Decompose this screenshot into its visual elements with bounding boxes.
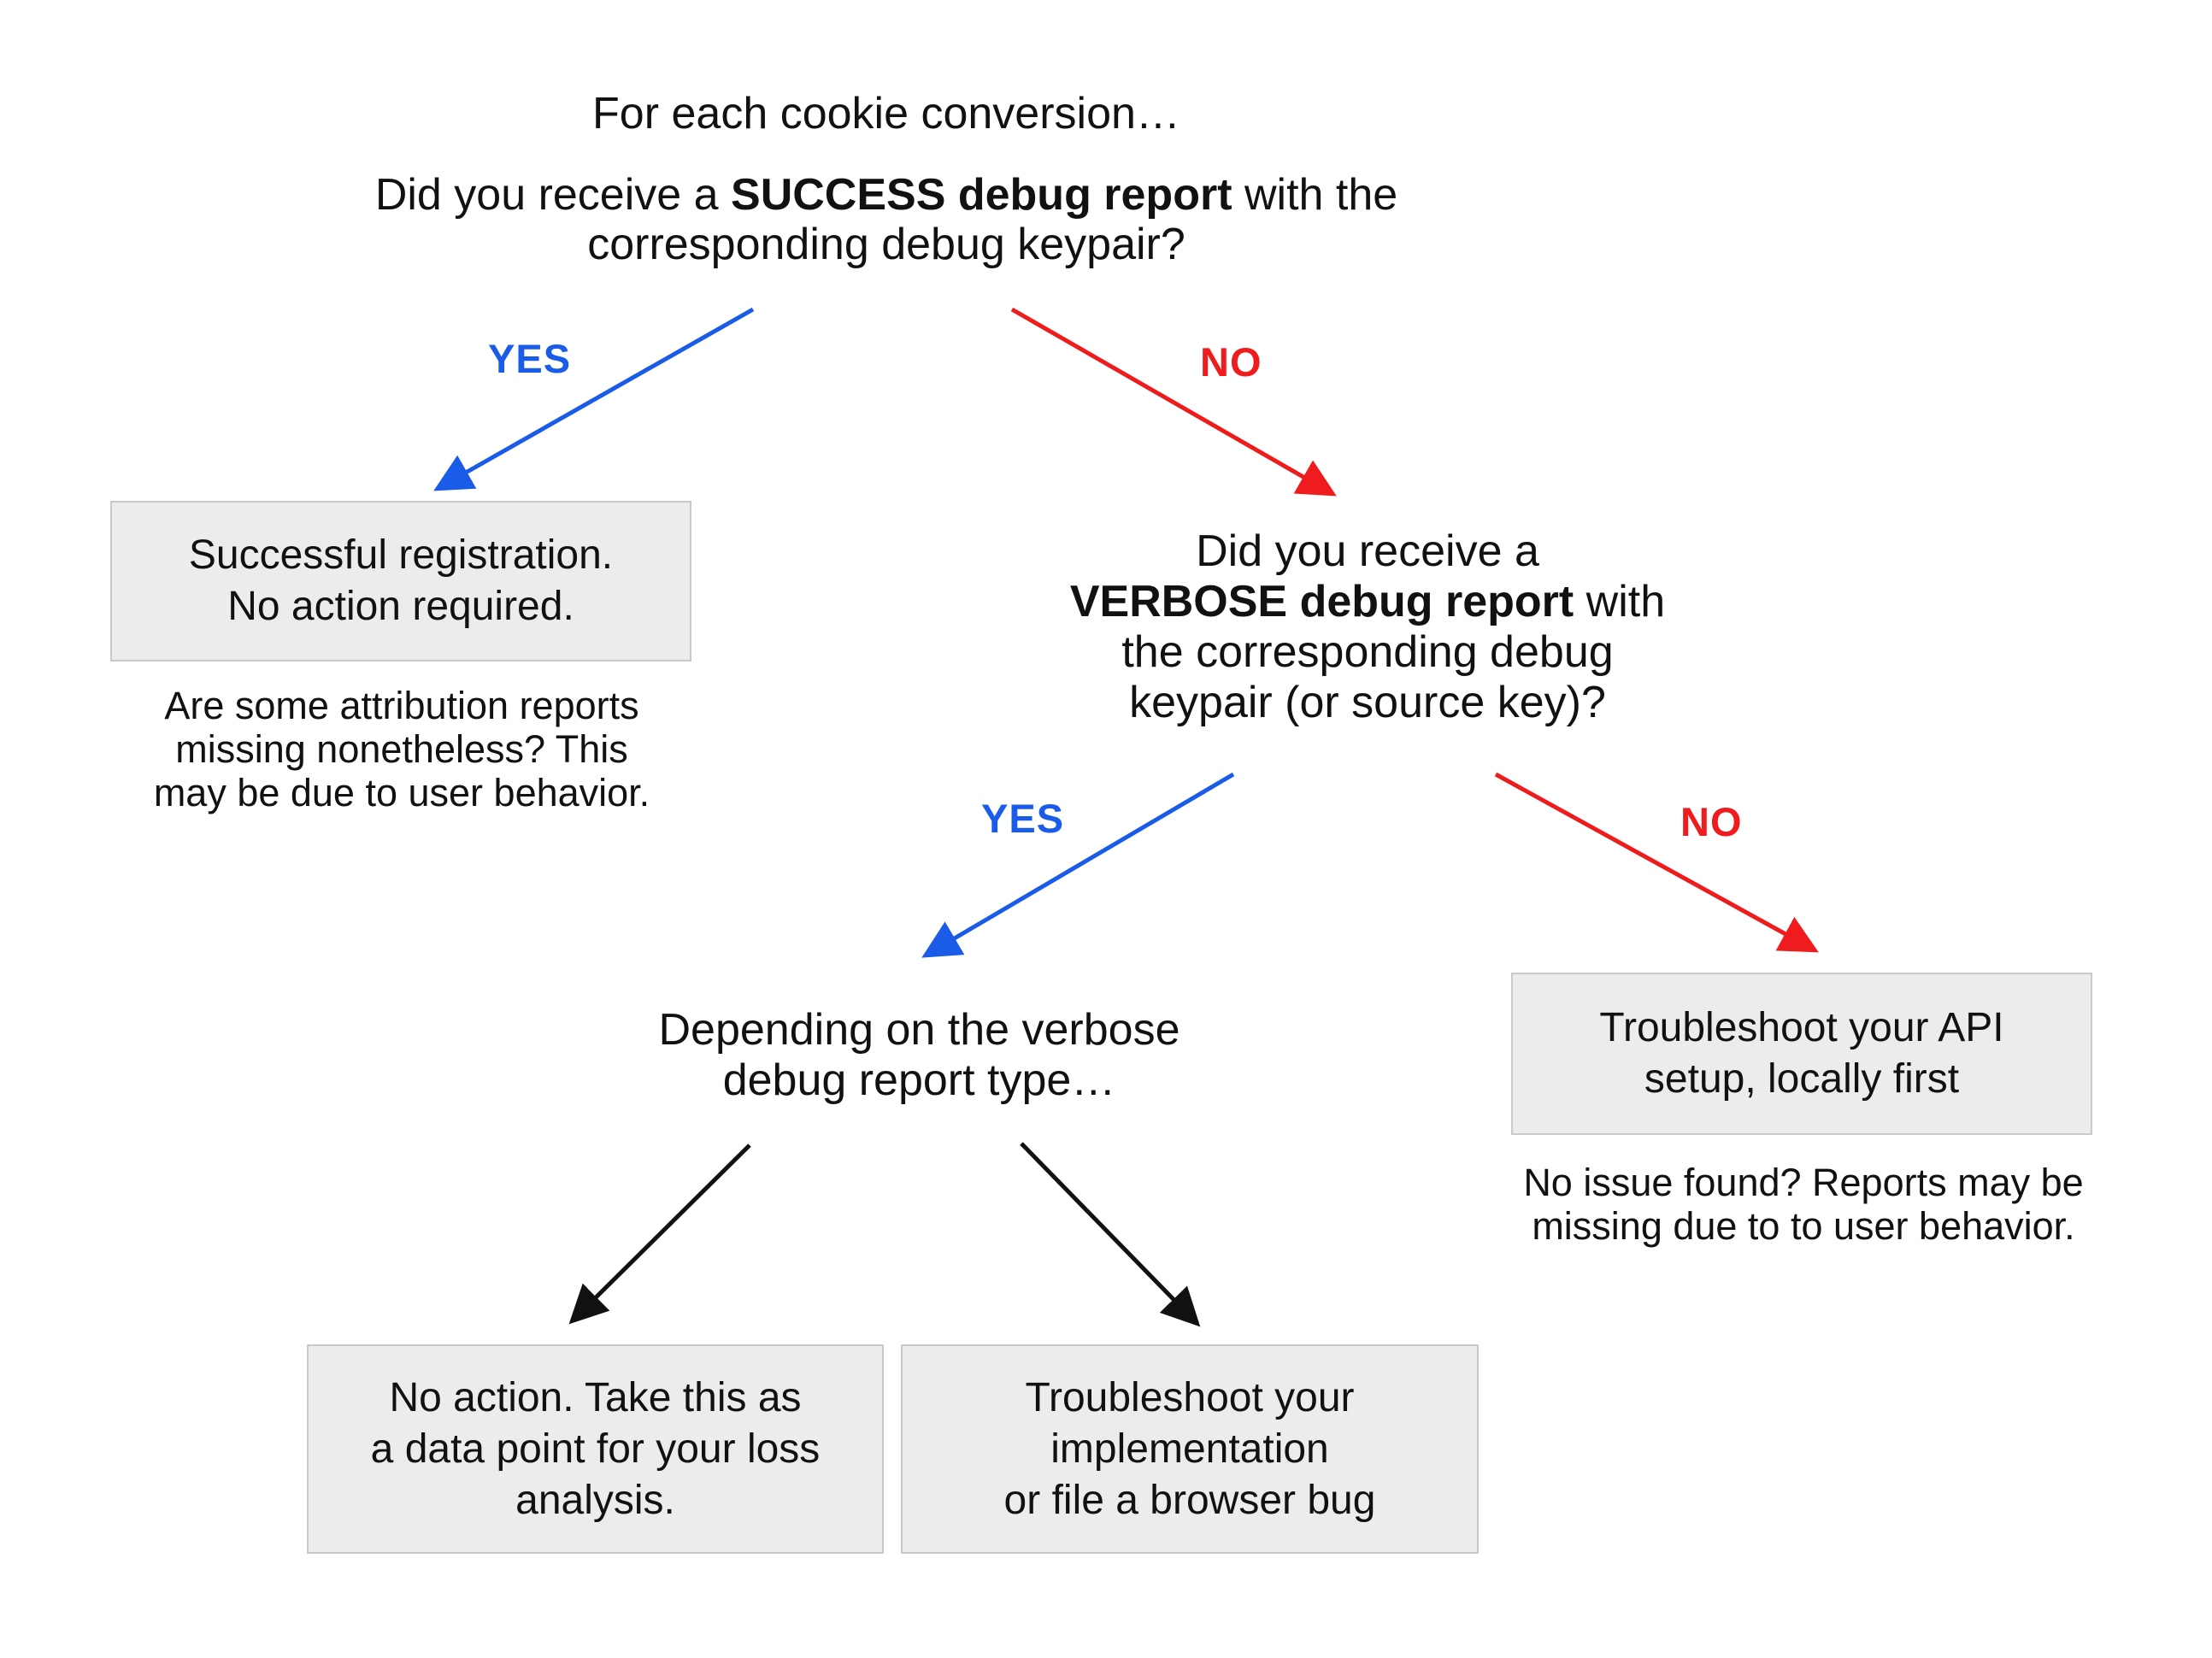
arrow-yes-to-depending: [921, 772, 1235, 958]
branch1-no-label: NO: [1200, 339, 1262, 385]
api-note-line2: missing due to to user behavior.: [1532, 1204, 2075, 1248]
root-question-line2: corresponding debug keypair?: [587, 220, 1185, 269]
api-box-line2: setup, locally first: [1644, 1056, 1960, 1102]
root-question-line1: Did you receive a SUCCESS debug report w…: [288, 170, 1485, 220]
root-question-line1-pre: Did you receive a: [374, 170, 732, 220]
impl-box-line3: or file a browser bug: [1003, 1477, 1376, 1523]
loss-box-line2: a data point for your loss: [370, 1426, 821, 1472]
verbose-question-line2: VERBOSE debug report with: [983, 577, 1752, 627]
success-box: Successful registration. No action requi…: [110, 501, 691, 661]
verbose-question-line4: keypair (or source key)?: [1129, 678, 1606, 727]
branch2-no-label: NO: [1680, 799, 1743, 844]
arrow-yes-to-success-box: [433, 307, 755, 491]
depending-text: Depending on the verbose debug report ty…: [584, 1005, 1255, 1106]
intro-text: For each cookie conversion…: [592, 89, 1180, 138]
verbose-question-line2-post: with: [1574, 577, 1666, 626]
depending-line1: Depending on the verbose: [658, 1005, 1180, 1055]
branch2-yes-label: YES: [981, 796, 1065, 841]
branch1-yes-label: YES: [488, 336, 572, 381]
verbose-question: Did you receive a VERBOSE debug report w…: [983, 526, 1752, 728]
arrow-no-to-api-box: [1494, 772, 1819, 953]
api-note-line1: No issue found? Reports may be: [1523, 1161, 2084, 1204]
loss-box-line3: analysis.: [515, 1477, 675, 1523]
success-box-line2: No action required.: [227, 584, 574, 629]
success-box-line1: Successful registration.: [188, 532, 614, 578]
api-note: No issue found? Reports may be missing d…: [1479, 1161, 2128, 1248]
arrow-to-loss-box: [568, 1144, 751, 1325]
arrow-no-to-verbose-question: [1010, 307, 1337, 497]
success-note-line1: Are some attribution reports: [164, 684, 639, 727]
verbose-question-line2-bold: VERBOSE debug report: [1069, 577, 1574, 626]
verbose-question-line3: the corresponding debug: [1121, 627, 1614, 677]
api-box-line1: Troubleshoot your API: [1599, 1005, 2004, 1050]
success-note-line2: missing nonetheless? This: [175, 727, 628, 771]
verbose-question-line1: Did you receive a: [1196, 526, 1539, 576]
success-note: Are some attribution reports missing non…: [107, 684, 697, 814]
impl-box-line2: implementation: [1050, 1426, 1329, 1472]
success-note-line3: may be due to user behavior.: [153, 771, 650, 814]
loss-box: No action. Take this as a data point for…: [307, 1344, 884, 1554]
root-question-line1-post: with the: [1232, 170, 1398, 220]
arrow-to-impl-box: [1020, 1142, 1201, 1327]
root-question-line1-bold: SUCCESS debug report: [731, 170, 1232, 220]
loss-box-line1: No action. Take this as: [389, 1374, 802, 1420]
impl-box-line1: Troubleshoot your: [1025, 1374, 1355, 1420]
impl-box: Troubleshoot your implementation or file…: [901, 1344, 1479, 1554]
depending-line2: debug report type…: [722, 1055, 1116, 1105]
api-box: Troubleshoot your API setup, locally fir…: [1511, 973, 2092, 1135]
root-question: Did you receive a SUCCESS debug report w…: [288, 170, 1485, 269]
